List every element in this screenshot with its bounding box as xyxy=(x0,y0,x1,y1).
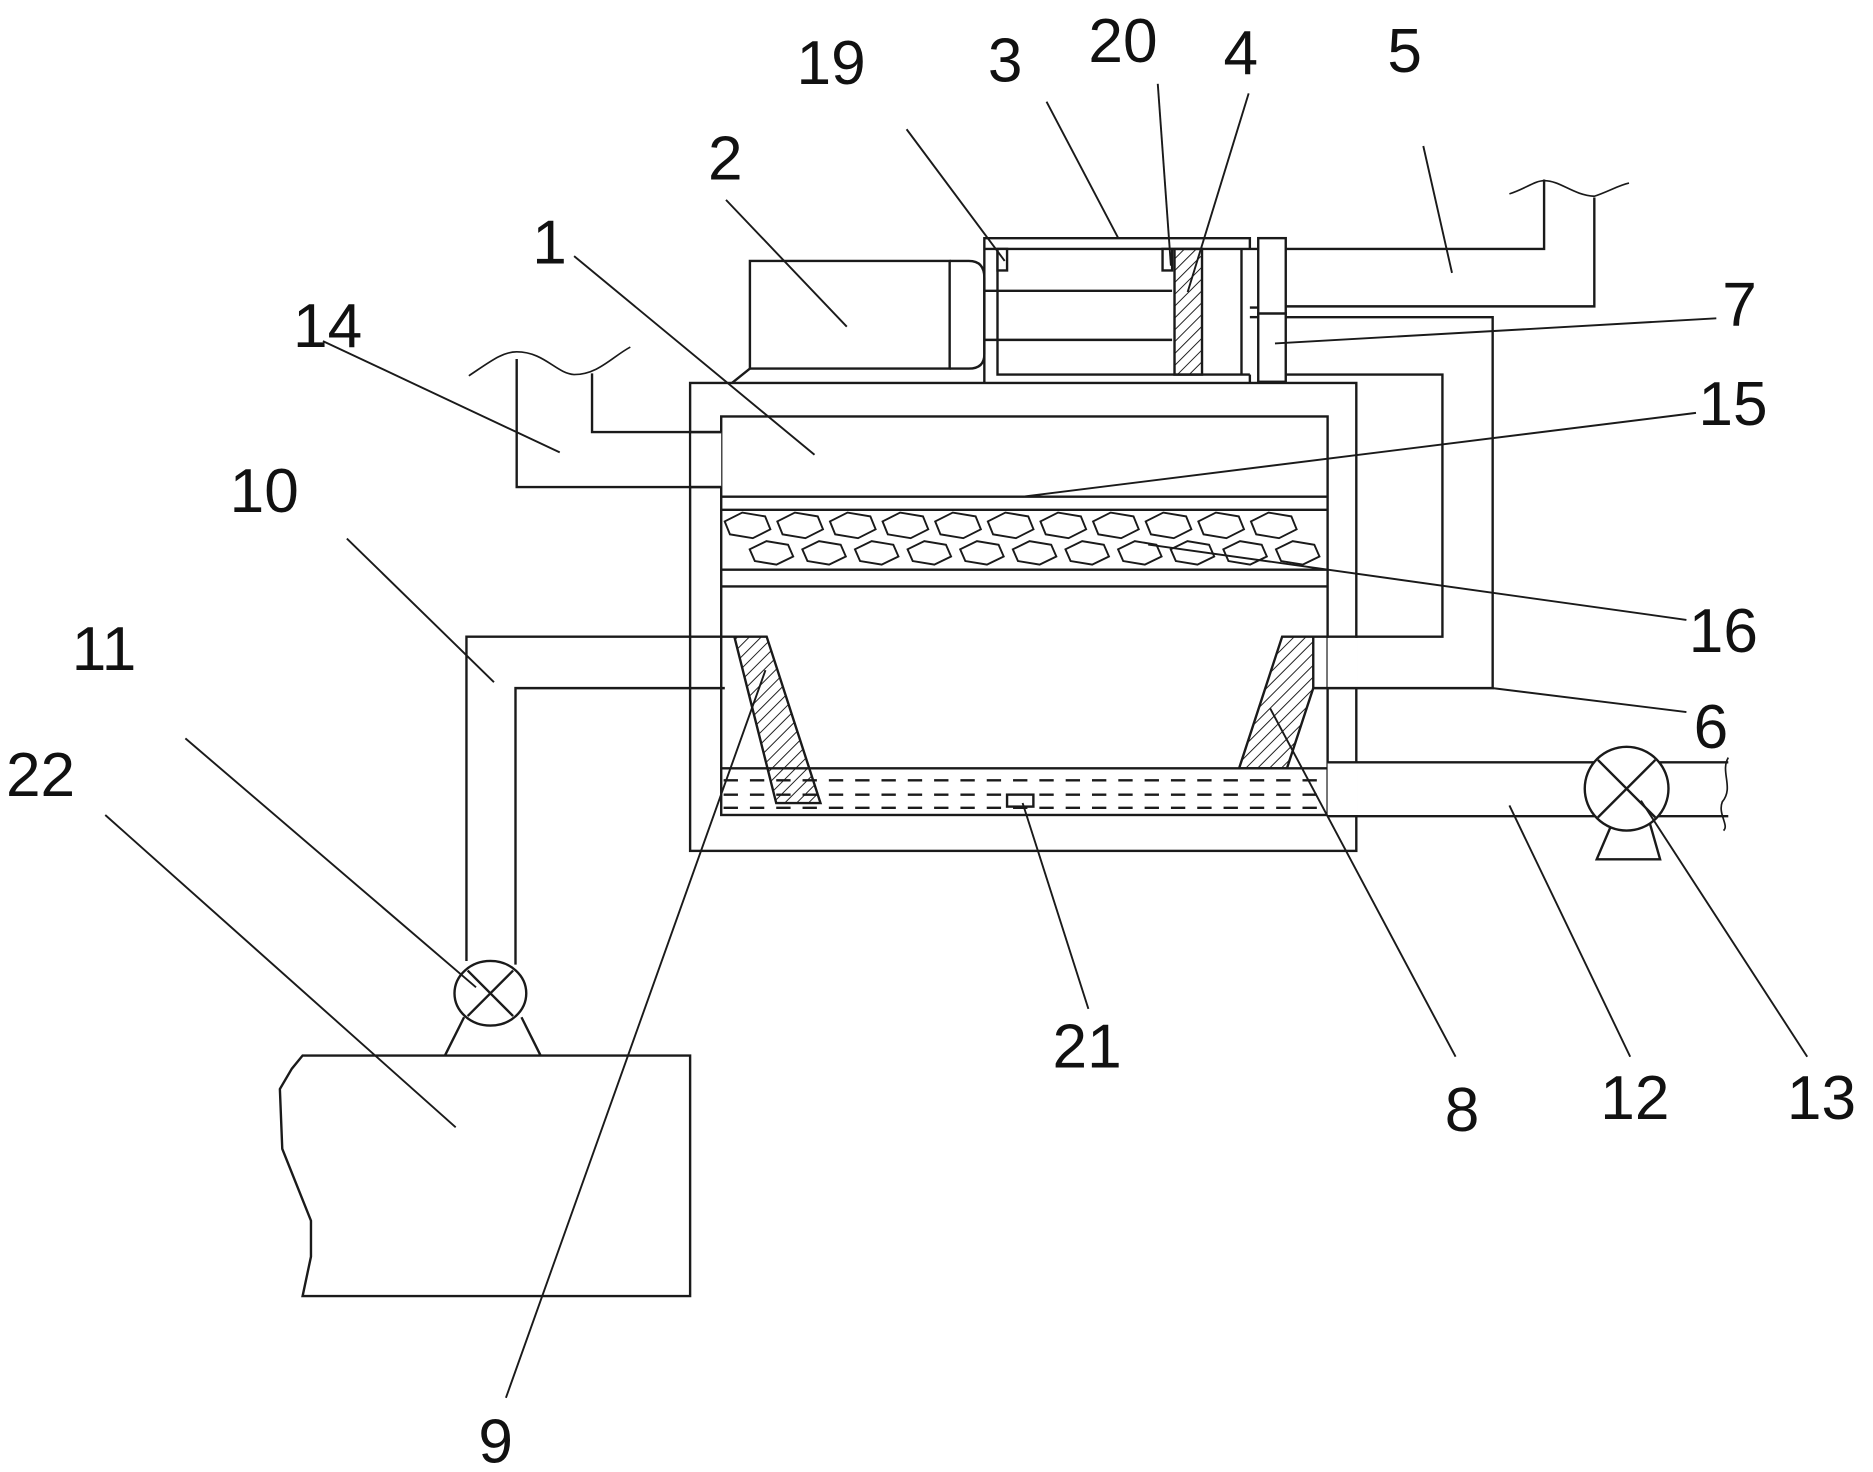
filter-stone xyxy=(1039,511,1088,540)
left-limit-block xyxy=(996,247,1009,272)
check-valve xyxy=(1249,236,1287,383)
filter-stone xyxy=(801,540,848,566)
right-limit-block xyxy=(1161,247,1174,272)
label-19: 19 xyxy=(797,29,866,98)
filter-stone xyxy=(906,540,953,566)
supply-pump-icon xyxy=(443,959,542,1057)
filter-stone xyxy=(776,511,825,540)
label-22: 22 xyxy=(6,741,75,810)
filter-plate xyxy=(721,495,1328,512)
label-7: 7 xyxy=(1722,270,1757,339)
filter-media-layer xyxy=(721,511,1328,588)
cylinder xyxy=(983,236,1259,383)
filter-stone xyxy=(1249,511,1298,540)
label-11: 11 xyxy=(72,615,137,684)
label-6: 6 xyxy=(1694,693,1729,762)
filter-stone xyxy=(958,540,1005,566)
filter-stone xyxy=(933,511,983,540)
filter-stone xyxy=(881,511,930,540)
label-4: 4 xyxy=(1224,19,1259,88)
label-5: 5 xyxy=(1387,17,1422,86)
filter-stone xyxy=(1144,511,1193,540)
label-20: 20 xyxy=(1088,7,1157,76)
right-spray-nozzle xyxy=(1237,635,1315,770)
label-1: 1 xyxy=(532,208,567,277)
filter-stone xyxy=(1064,540,1111,566)
air-inlet-pipe xyxy=(1285,179,1630,308)
label-16: 16 xyxy=(1689,597,1758,666)
label-9: 9 xyxy=(478,1407,513,1472)
motor xyxy=(731,259,986,384)
label-10: 10 xyxy=(230,457,299,526)
left-spray-nozzle xyxy=(732,635,823,805)
filter-stone xyxy=(1011,540,1058,566)
drain-pump-icon xyxy=(1583,745,1670,861)
label-15: 15 xyxy=(1698,370,1767,439)
leader-lines xyxy=(104,83,1809,1399)
label-13: 13 xyxy=(1787,1064,1856,1133)
filter-stone xyxy=(828,511,877,540)
filter-stone xyxy=(1274,540,1321,566)
label-2: 2 xyxy=(708,124,743,193)
label-21: 21 xyxy=(1053,1012,1122,1081)
filter-stone xyxy=(748,540,795,566)
filter-stone xyxy=(986,511,1035,540)
filter-stone xyxy=(853,540,900,566)
label-14: 14 xyxy=(293,292,362,361)
connecting-pipe xyxy=(1285,315,1494,690)
exhaust-pipe xyxy=(468,346,722,489)
level-sensor xyxy=(1005,793,1035,808)
piston xyxy=(1173,247,1204,376)
reference-labels: 1 2 3 4 5 6 7 8 9 10 11 12 13 14 15 16 1… xyxy=(6,7,1856,1472)
filter-stone xyxy=(1091,511,1140,540)
liquid-supply-pipe xyxy=(465,635,737,965)
label-3: 3 xyxy=(988,26,1023,95)
filter-stone xyxy=(723,511,772,540)
drain-pipe xyxy=(1327,757,1730,832)
liquid-tank xyxy=(278,1054,692,1298)
label-12: 12 xyxy=(1600,1064,1669,1133)
label-8: 8 xyxy=(1445,1076,1480,1145)
filter-stone xyxy=(1169,540,1216,566)
box-body xyxy=(688,381,1358,853)
filter-stone xyxy=(1197,511,1246,540)
